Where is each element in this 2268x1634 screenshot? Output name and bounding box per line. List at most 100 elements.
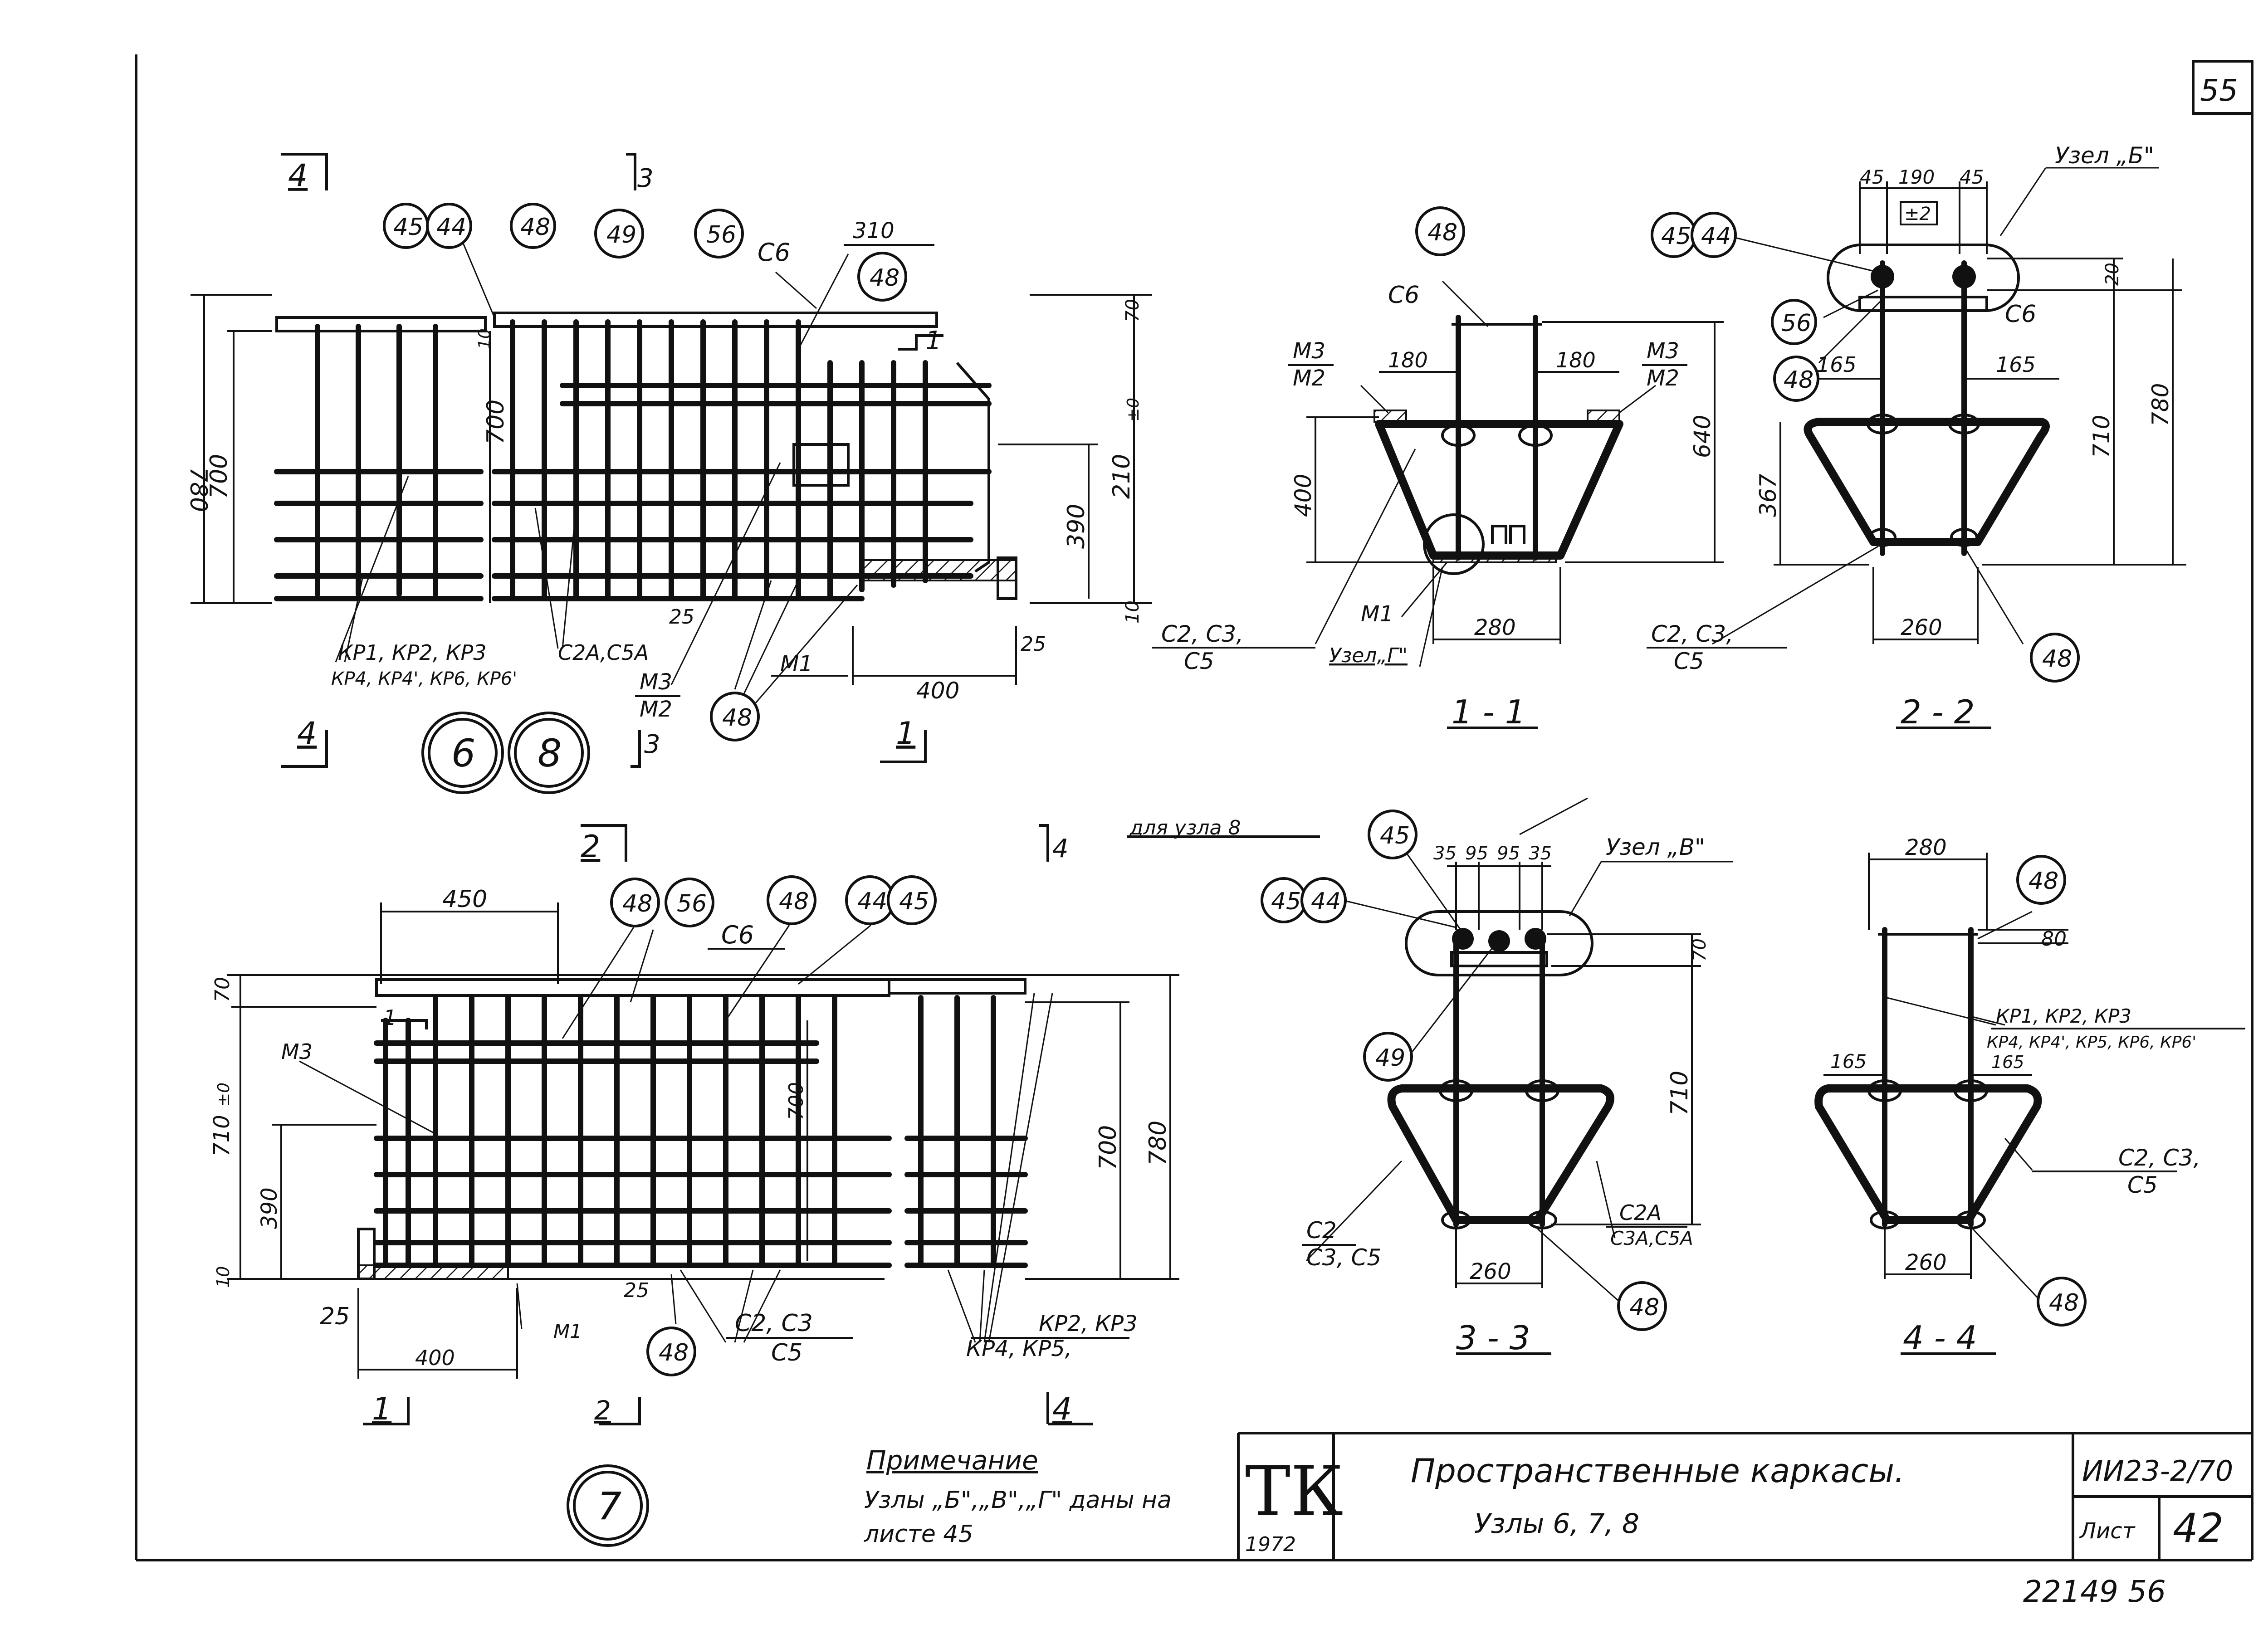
sec11-balloon-48: 48 <box>1427 219 1457 246</box>
sec44-dim-260: 260 <box>1905 1250 1947 1275</box>
sec22-c6: С6 <box>2005 301 2036 328</box>
sec11-m3r: М3 <box>1647 338 1679 364</box>
plan-bottom-dim-780: 780 <box>1144 1121 1172 1166</box>
plan-top-level: ±0 <box>1124 398 1143 422</box>
sec11-dim-400: 400 <box>1290 474 1316 517</box>
plan-bottom-dim-700b: 700 <box>1095 1125 1122 1170</box>
stamp-letters: ТК <box>1245 1452 1343 1531</box>
sec22-dim-367: 367 <box>1755 473 1781 517</box>
sec22-uzel: Узел „Б" <box>2055 142 2154 169</box>
plan-bottom-dim-25b: 25 <box>624 1279 649 1302</box>
sec33-dim-95a: 95 <box>1465 843 1488 864</box>
sec11-m3l: М3 <box>1293 338 1325 364</box>
archive-number: 22149 56 <box>2023 1574 2166 1609</box>
sec22-dim-780: 780 <box>2147 383 2174 426</box>
plan-top-dim-210: 210 <box>1108 454 1135 499</box>
sec22-dim-45a: 45 <box>1860 166 1884 188</box>
sec44-dim-165b: 165 <box>1991 1052 2024 1072</box>
plan-top-dim-10b: 10 <box>1122 600 1143 624</box>
plan-top-label-c6: С6 <box>758 238 790 267</box>
plan-top-balloon-45: 45 <box>393 214 423 241</box>
stamp-year: 1972 <box>1245 1533 1296 1556</box>
sec11-c5: С5 <box>1184 648 1214 674</box>
sec11-dim-280: 280 <box>1474 615 1516 640</box>
sec44-c2: С2, С3, <box>2118 1145 2200 1171</box>
sec33-balloon-49: 49 <box>1375 1044 1405 1072</box>
section-2-2 <box>1712 167 2186 729</box>
plan-bottom-sec2-bottom: 2 <box>594 1395 611 1426</box>
plan-top-balloon-48c: 48 <box>722 704 752 732</box>
sec22-balloon-44: 44 <box>1701 223 1731 250</box>
plan-top-dim-700: 700 <box>482 400 509 444</box>
plan-bottom-label-kp-a: КР2, КР3 <box>1039 1311 1138 1336</box>
sec33-for-node: для узла 8 <box>1129 816 1241 839</box>
plan-top-view <box>191 153 1152 768</box>
sec33-dim-35a: 35 <box>1433 843 1457 864</box>
plan-bottom-label-c6: С6 <box>721 921 754 949</box>
plan-top-dim-70: 70 <box>1122 299 1143 322</box>
sec33-c2a: С2А <box>1619 1200 1662 1225</box>
plan-bottom-balloon-48c: 48 <box>659 1339 689 1366</box>
sec22-c5: С5 <box>1674 648 1704 674</box>
sec22-dim-165a: 165 <box>1817 352 1857 377</box>
plan-bottom-level: ±0 <box>215 1083 233 1107</box>
plan-bottom-sec1-arrow: 1 <box>383 1005 396 1030</box>
plan-top-label-kp-b: КР4, КР4', КР6, КР6' <box>331 668 517 689</box>
sec22-balloon-48b: 48 <box>2042 645 2072 673</box>
sec44-dim-165a: 165 <box>1830 1050 1867 1073</box>
sec22-title: 2 - 2 <box>1901 693 1975 731</box>
plan-bottom-label-c5: С5 <box>771 1339 802 1366</box>
sheet-label: Лист <box>2079 1518 2136 1544</box>
sec11-uzel: Узел„Г" <box>1329 644 1408 667</box>
plan-top-sec4-top: 4 <box>288 158 308 194</box>
plan-top-sec3-top: 3 <box>637 164 654 193</box>
node-8-label: 8 <box>538 731 562 776</box>
plan-top-dim-700-left: 700 <box>205 454 233 499</box>
plan-top-label-m3: М3 <box>640 669 672 695</box>
plan-top-sec4-bottom: 4 <box>297 716 317 751</box>
section-4-4 <box>1814 853 2068 1355</box>
sec22-dim-710: 710 <box>2088 415 2115 458</box>
plan-top-balloon-56: 56 <box>706 221 736 249</box>
plan-top-dim-25b: 25 <box>1021 633 1046 656</box>
section-1-1 <box>1306 280 1724 729</box>
plan-bottom-label-c2: С2, С3 <box>735 1310 813 1337</box>
sec22-c2: С2, С3, <box>1651 621 1733 647</box>
plan-bottom-sec1-bottom: 1 <box>372 1391 391 1427</box>
sec44-title: 4 - 4 <box>1903 1319 1977 1357</box>
title-line-1: Пространственные каркасы. <box>1411 1452 1905 1490</box>
plan-bottom-dim-70: 70 <box>211 977 234 1002</box>
note: Примечание Узлы „Б",„В",„Г" даны на лист… <box>864 1445 1172 1548</box>
sec11-dim-180a: 180 <box>1388 348 1428 372</box>
plan-top-dim-390: 390 <box>1063 504 1090 549</box>
plan-top-dim-25a: 25 <box>669 605 694 629</box>
sec44-dim-80: 80 <box>2041 927 2067 951</box>
sec44-kp-a: КР1, КР2, КР3 <box>1996 1005 2131 1027</box>
node-7-label: 7 <box>597 1484 621 1528</box>
sheet-code: ИИ23-2/70 <box>2082 1454 2233 1488</box>
sec22-balloon-56: 56 <box>1781 310 1811 337</box>
sec11-title: 1 - 1 <box>1452 693 1525 731</box>
sheet-frame <box>135 54 2253 1561</box>
sec33-dim-70: 70 <box>1689 938 1710 961</box>
plan-bottom-balloon-48: 48 <box>622 890 652 917</box>
plan-bottom-sec2-top: 2 <box>581 829 600 865</box>
plan-bottom-dim-390: 390 <box>257 1187 282 1229</box>
sec22-dim-45b: 45 <box>1960 166 1984 188</box>
note-line-2: листе 45 <box>864 1521 973 1548</box>
plan-top-sec1-bottom: 1 <box>896 716 915 751</box>
plan-top-balloon-48: 48 <box>520 214 550 241</box>
plan-bottom-balloon-45: 45 <box>899 888 929 915</box>
sec44-dim-280: 280 <box>1905 835 1947 860</box>
sec22-dim-165b: 165 <box>1996 352 2036 377</box>
sec11-dim-180b: 180 <box>1556 348 1596 372</box>
page-number: 55 <box>2200 73 2238 108</box>
plan-top-label-kp-a: КР1, КР2, КР3 <box>338 640 486 665</box>
sec22-balloon-45: 45 <box>1661 223 1691 250</box>
plan-top-label-m1: М1 <box>780 651 813 677</box>
sec33-dim-710: 710 <box>1666 1071 1693 1116</box>
sec22-balloon-48: 48 <box>1784 366 1813 394</box>
sec33-c3a: С3А,С5А <box>1610 1227 1693 1249</box>
sec33-uzel: Узел „В" <box>1606 834 1705 860</box>
